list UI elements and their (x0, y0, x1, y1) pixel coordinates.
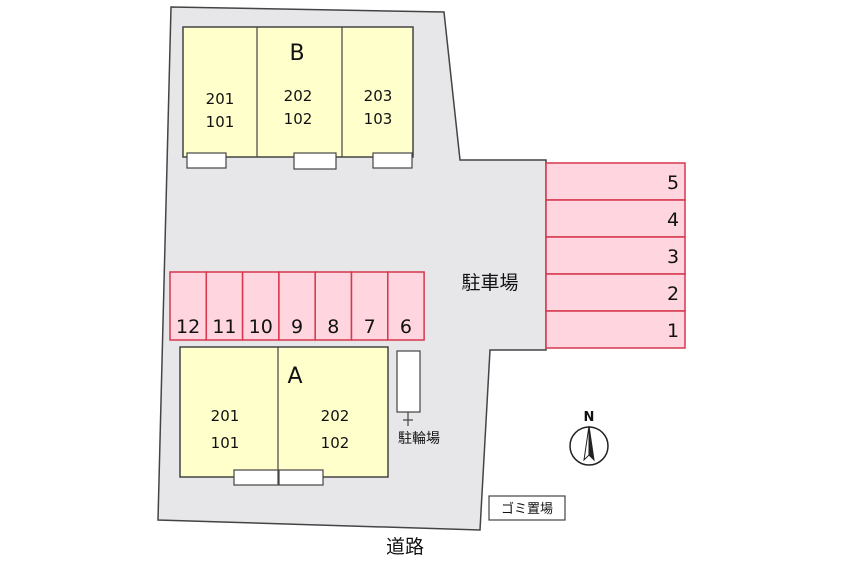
parking-space-5: 5 (545, 162, 686, 201)
parking-number-4: 4 (667, 209, 679, 231)
parking-space-4: 4 (545, 199, 686, 238)
parking-number-1: 1 (667, 320, 679, 342)
parking-space-6: 6 (387, 271, 425, 341)
parking-number-12: 12 (176, 316, 200, 338)
building-b: B 201 101 202 102 203 103 (182, 26, 414, 170)
parking-number-11: 11 (212, 316, 236, 338)
garbage-label: ゴミ置場 (501, 501, 553, 517)
b-entrance-1 (186, 152, 227, 169)
compass-label: N (584, 410, 595, 425)
b-entrance-3 (372, 152, 413, 169)
building-a: A 201 101 202 102 (179, 346, 389, 486)
parking-number-5: 5 (667, 172, 679, 194)
parking-space-3: 3 (545, 236, 686, 275)
a-unit-1-upper: 201 (211, 407, 240, 425)
garbage-area: ゴミ置場 (488, 495, 566, 521)
parking-space-2: 2 (545, 273, 686, 312)
parking-space-12: 12 (169, 271, 208, 341)
north-arrow-icon: N (569, 410, 609, 466)
bicycle-label: 駐輪場 (398, 430, 440, 447)
a-unit-2-lower: 102 (321, 434, 350, 452)
parking-space-9: 9 (278, 271, 316, 341)
parking-number-7: 7 (364, 316, 376, 338)
b-entrance-2 (293, 152, 337, 170)
parking-number-10: 10 (249, 316, 273, 338)
a-unit-2-upper: 202 (321, 407, 350, 425)
parking-number-8: 8 (327, 316, 339, 338)
parking-number-6: 6 (400, 316, 412, 338)
b-unit-1-lower: 101 (206, 113, 235, 131)
b-unit-2-lower: 102 (284, 110, 313, 128)
parking-right-group: 5 4 3 2 1 (545, 162, 686, 349)
b-unit-1-upper: 201 (206, 90, 235, 108)
parking-space-7: 7 (350, 271, 389, 341)
b-unit-3-lower: 103 (364, 110, 393, 128)
parking-number-2: 2 (667, 283, 679, 305)
building-b-label: B (289, 41, 304, 66)
b-unit-2-upper: 202 (284, 87, 313, 105)
a-entrance-1 (233, 469, 279, 486)
parking-label: 駐車場 (461, 272, 518, 294)
parking-number-9: 9 (291, 316, 303, 338)
building-a-label: A (287, 364, 302, 389)
parking-space-8: 8 (314, 271, 353, 341)
parking-space-1: 1 (545, 310, 686, 349)
bicycle-parking: 駐輪場 (396, 350, 440, 447)
a-unit-1-lower: 101 (211, 434, 240, 452)
parking-row-group: 12 11 10 9 8 7 6 (169, 271, 425, 341)
parking-space-10: 10 (241, 271, 280, 341)
parking-number-3: 3 (667, 246, 679, 268)
a-entrance-2 (278, 469, 324, 486)
b-unit-3-upper: 203 (364, 87, 393, 105)
road-label: 道路 (386, 536, 424, 558)
parking-space-11: 11 (205, 271, 244, 341)
